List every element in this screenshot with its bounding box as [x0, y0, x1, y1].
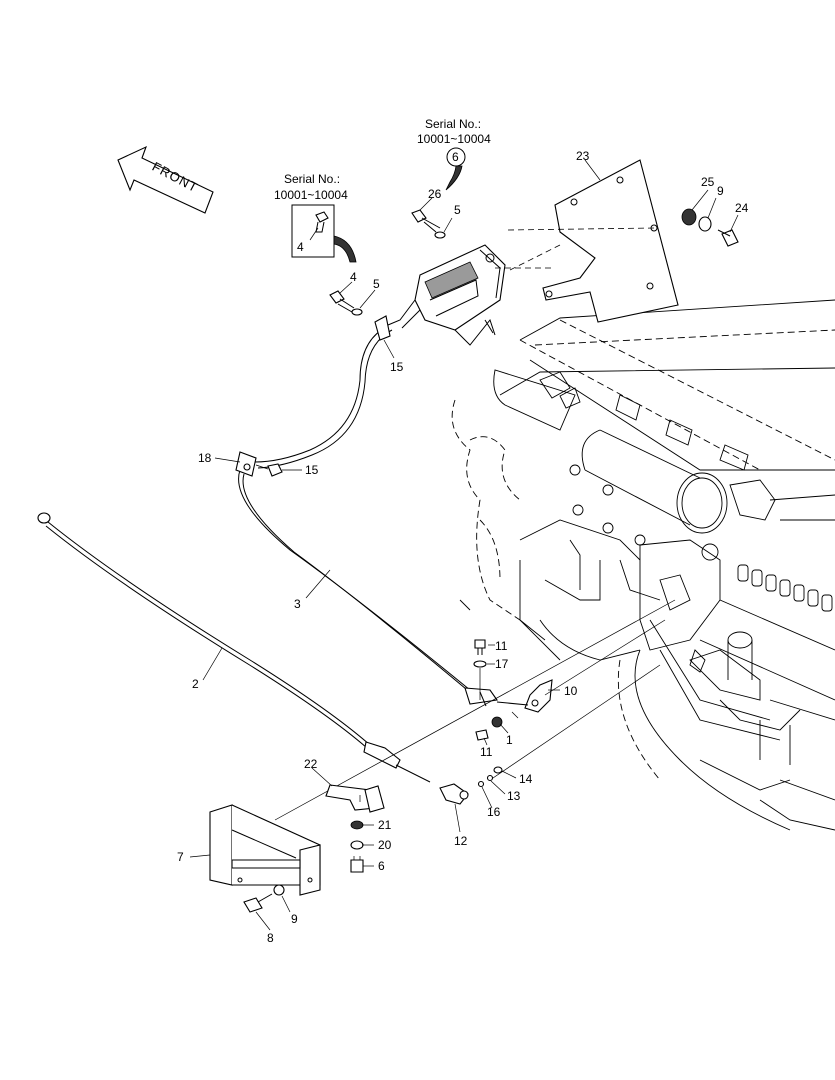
washer-25 — [681, 208, 697, 226]
label-2: 2 — [192, 677, 199, 691]
washer-21 — [350, 820, 364, 830]
serial-note-left-part: 4 — [297, 240, 304, 254]
bolt-11-upper — [473, 639, 487, 700]
washer-20 — [350, 840, 364, 850]
bolt-11-lower — [475, 716, 503, 741]
label-21: 21 — [378, 818, 392, 832]
bolt-26 — [411, 209, 441, 233]
label-26: 26 — [428, 187, 442, 201]
label-12: 12 — [454, 834, 468, 848]
front-arrow: FRONT — [117, 145, 214, 214]
label-1: 1 — [506, 733, 513, 747]
label-8: 8 — [267, 931, 274, 945]
label-24: 24 — [735, 201, 749, 215]
label-10: 10 — [564, 684, 578, 698]
label-6: 6 — [378, 859, 385, 873]
actuator-assembly — [387, 244, 506, 346]
leader-lines — [189, 159, 739, 931]
label-16: 16 — [487, 805, 501, 819]
cable-3 — [235, 315, 498, 707]
label-15-mid: 15 — [305, 463, 319, 477]
bracket-7 — [209, 804, 321, 896]
link-rod-lower — [489, 664, 661, 781]
label-20: 20 — [378, 838, 392, 852]
label-13: 13 — [507, 789, 521, 803]
label-25: 25 — [701, 175, 715, 189]
label-22: 22 — [304, 757, 318, 771]
link-rod-mid — [544, 619, 666, 696]
washer-13 — [486, 774, 494, 782]
label-15-top: 15 — [390, 360, 404, 374]
label-11-upper: 11 — [495, 639, 508, 653]
label-9-bottom: 9 — [291, 912, 298, 926]
label-5-top: 5 — [454, 203, 461, 217]
washer-16 — [477, 780, 485, 788]
label-11-lower: 11 — [480, 745, 493, 759]
label-5-left: 5 — [373, 277, 380, 291]
serial-note-left-line1: Serial No.: — [284, 172, 340, 186]
nut-14 — [493, 766, 503, 774]
label-23: 23 — [576, 149, 590, 163]
label-14: 14 — [519, 772, 533, 786]
washer-9-top — [698, 216, 712, 232]
bracket-22 — [325, 784, 385, 813]
part-labels: 23 25 9 24 26 5 4 5 15 18 15 3 2 11 17 1… — [177, 149, 749, 945]
serial-note-top-callout: 6 — [452, 150, 459, 164]
washer-9-bottom — [273, 884, 285, 896]
injector-row — [737, 564, 833, 612]
label-3: 3 — [294, 597, 301, 611]
label-7: 7 — [177, 850, 184, 864]
lever-10 — [496, 679, 553, 719]
washer-5-top — [434, 231, 446, 239]
label-17: 17 — [495, 657, 509, 671]
label-9-top: 9 — [717, 184, 724, 198]
serial-note-top-line2: 10001~10004 — [417, 132, 491, 146]
label-4: 4 — [350, 270, 357, 284]
link-rod-upper — [274, 599, 676, 821]
bolt-8 — [243, 893, 273, 913]
washer-5-left — [351, 308, 363, 316]
label-18: 18 — [198, 451, 212, 465]
serial-note-left-line2: 10001~10004 — [274, 188, 348, 202]
bolt-6 — [350, 856, 364, 873]
engine-block — [451, 299, 835, 831]
serial-note-left: Serial No.: 10001~10004 4 — [274, 172, 357, 263]
bolt-24 — [717, 229, 739, 247]
bolt-4 — [329, 290, 355, 313]
serial-note-top-line1: Serial No.: — [425, 117, 481, 131]
cable-2 — [37, 512, 431, 783]
ball-joint-12 — [439, 783, 469, 805]
serial-note-top: Serial No.: 10001~10004 6 — [417, 117, 491, 191]
bracket-23 — [495, 159, 679, 323]
